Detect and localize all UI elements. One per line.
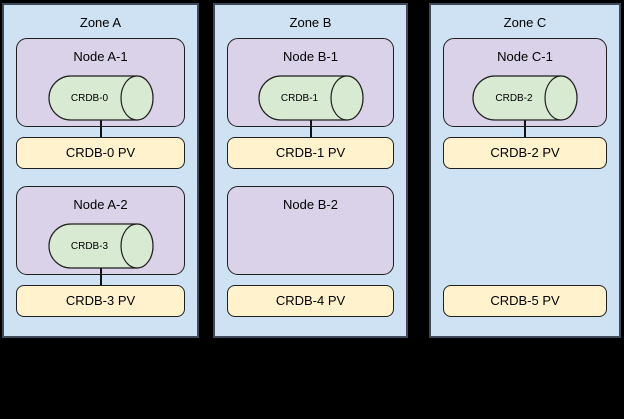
crdb-0-cylinder-icon: CRDB-0 [47,75,155,121]
spacer [227,275,394,285]
crdb-2-label: CRDB-2 [495,92,533,104]
zone-b-title: Zone B [289,15,332,30]
spacer [16,169,185,186]
crdb-2-cylinder-icon: CRDB-2 [471,75,579,121]
crdb-3-pv-box: CRDB-3 PV [16,285,185,317]
node-a1-box: Node A-1 CRDB-0 [16,38,185,127]
zone-c-title: Zone C [503,15,547,30]
cylinder-shape [257,75,364,121]
spacer [227,169,394,186]
crdb-1-pv-box: CRDB-1 PV [227,137,394,169]
empty-node-slot [443,186,607,285]
node-c1-label: Node C-1 [497,49,553,64]
zone-a-panel: Zone A Node A-1 CRDB-0 CRDB-0 PV Node A-… [2,3,199,338]
crdb-2-pv-box: CRDB-2 PV [443,137,607,169]
connector-line [524,127,526,137]
crdb-0-label: CRDB-0 [70,92,109,104]
connector-tail [524,120,526,126]
connector-line [309,127,312,137]
node-b1-label: Node B-1 [283,49,338,64]
zone-a-title: Zone A [79,15,122,30]
connector-tail [99,120,102,126]
crdb-4-pv-box: CRDB-4 PV [227,285,394,317]
node-a1-label: Node A-1 [73,49,128,64]
node-c1-box: Node C-1 CRDB-2 [443,38,607,127]
crdb-3-cylinder-icon: CRDB-3 [47,223,155,269]
zones-diagram: Zone A Node A-1 CRDB-0 CRDB-0 PV Node A-… [2,3,621,338]
crdb-5-pv-box: CRDB-5 PV [443,285,607,317]
crdb-0-pv-box: CRDB-0 PV [16,137,185,169]
node-b2-label: Node B-2 [283,197,338,212]
spacer [443,169,607,186]
node-b2-box: Node B-2 [227,186,394,275]
node-a2-box: Node A-2 CRDB-3 [16,186,185,275]
zone-c-panel: Zone C Node C-1 CRDB-2 CRDB-2 PV CRDB-5 … [429,3,621,338]
connector-line [99,275,102,285]
zone-b-panel: Zone B Node B-1 CRDB-1 CRDB-1 PV Node B-… [213,3,408,338]
cylinder-shape [47,223,154,269]
connector-tail [99,268,102,274]
connector-line [99,127,102,137]
crdb-3-label: CRDB-3 [70,240,109,252]
crdb-1-label: CRDB-1 [280,92,319,104]
node-b1-box: Node B-1 CRDB-1 [227,38,394,127]
cylinder-shape [47,75,154,121]
connector-tail [309,120,312,126]
crdb-1-cylinder-icon: CRDB-1 [257,75,365,121]
cylinder-shape [472,75,578,121]
node-a2-label: Node A-2 [73,197,128,212]
